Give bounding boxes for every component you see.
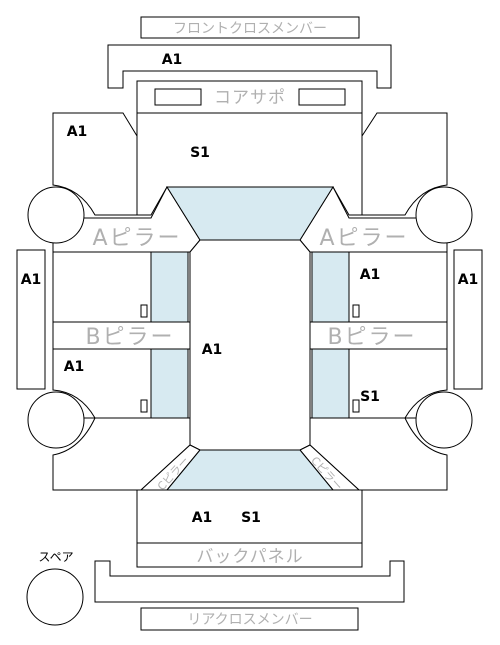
- back-panel: [136, 542, 363, 568]
- rear-door-right-grade: S1: [360, 389, 380, 405]
- front-cross-member-label: フロントクロスメンバー: [173, 21, 327, 37]
- front-door-left-handle: [140, 304, 148, 318]
- wheel-front-right: [415, 186, 473, 244]
- front-door-right-handle: [352, 304, 360, 318]
- side-sill-left-grade: A1: [21, 272, 42, 288]
- hood-grade: S1: [190, 145, 210, 161]
- rear-door-left-handle: [140, 399, 148, 413]
- rear-quarter-left: [52, 417, 191, 491]
- wheel-rear-left: [27, 391, 85, 449]
- headlight-right: [298, 88, 346, 106]
- rear-door-right-handle: [352, 399, 360, 413]
- headlight-left: [154, 88, 202, 106]
- rear-bumper-member: [94, 560, 405, 603]
- b-pillar-right-band: [309, 321, 448, 350]
- rear-door-left-grade: A1: [64, 359, 85, 375]
- trunk-grade-a: A1: [192, 510, 213, 526]
- rear-cross-member-label: リアクロスメンバー: [187, 612, 312, 628]
- side-sill-right-grade: A1: [458, 272, 479, 288]
- front-window-right: [311, 251, 350, 323]
- b-pillar-left-label: Bピラー: [85, 325, 174, 350]
- front-member-grade: A1: [162, 52, 183, 68]
- a-pillar-right-label: Aピラー: [319, 226, 408, 251]
- front-cross-member-box: [140, 16, 360, 39]
- back-panel-label: バックパネル: [196, 547, 303, 567]
- wheel-front-left: [27, 186, 85, 244]
- front-door-right-grade: A1: [360, 267, 381, 283]
- trunk-lid: [136, 489, 363, 544]
- rear-window-left: [150, 348, 189, 419]
- spare-tire: [26, 568, 84, 626]
- a-pillar-left-label: Aピラー: [92, 226, 181, 251]
- front-fender-left: [52, 112, 138, 216]
- core-support-label: コアサポ: [214, 88, 286, 108]
- spare-tire-label: スペア: [38, 550, 73, 564]
- front-fender-right: [361, 112, 448, 216]
- side-sill-right: [453, 249, 483, 390]
- front-fender-left-grade: A1: [67, 124, 88, 140]
- rear-window-right: [311, 348, 350, 419]
- front-window-left: [150, 251, 189, 323]
- wheel-rear-right: [415, 391, 473, 449]
- trunk-grade-s: S1: [241, 510, 261, 526]
- b-pillar-left-band: [52, 321, 191, 350]
- side-sill-left: [16, 249, 46, 390]
- rear-quarter-right: [309, 417, 448, 491]
- roof-grade: A1: [202, 342, 223, 358]
- b-pillar-right-label: Bピラー: [327, 325, 416, 350]
- front-bumper-member: [107, 44, 392, 89]
- rear-cross-member-box: [140, 607, 359, 631]
